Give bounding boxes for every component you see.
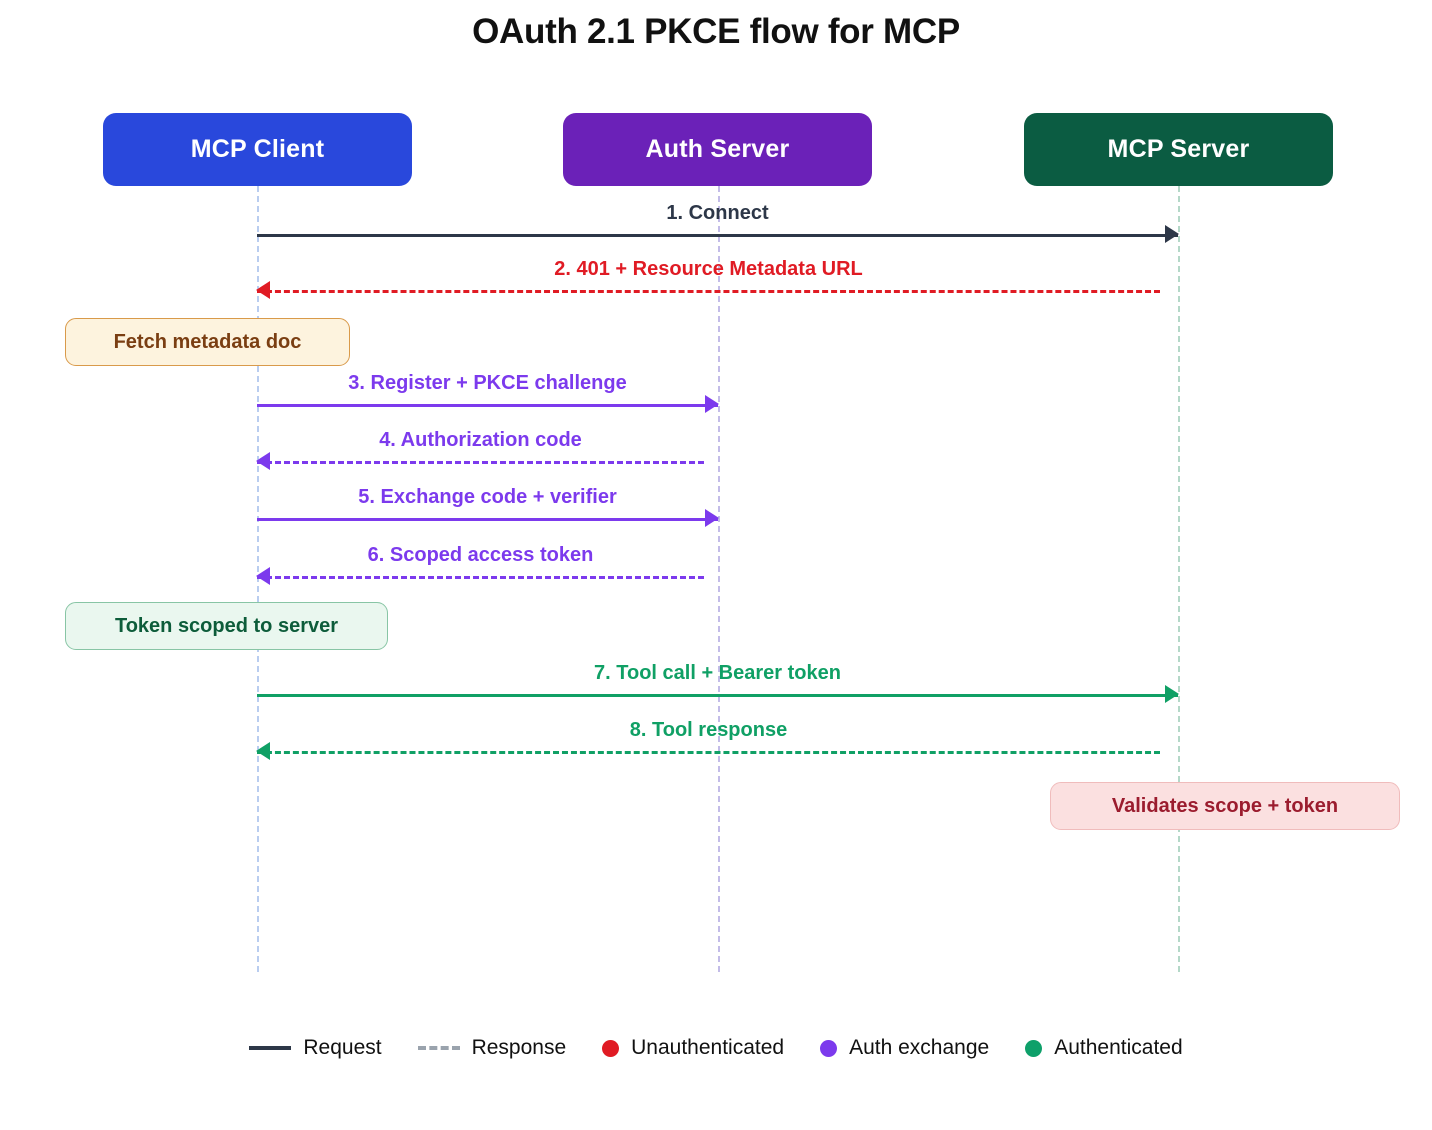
arrowhead-icon	[705, 395, 719, 413]
message-line	[257, 234, 1178, 237]
message-line	[257, 751, 1160, 754]
note-text: Fetch metadata doc	[113, 330, 302, 353]
message-label: 2. 401 + Resource Metadata URL	[554, 258, 863, 280]
dot-icon	[1025, 1039, 1043, 1057]
dot-icon	[602, 1039, 620, 1057]
message-label: 7. Tool call + Bearer token	[594, 662, 841, 684]
message-line	[257, 518, 718, 521]
note-box: Validates scope + token	[1050, 782, 1400, 830]
participant-box: Auth Server	[563, 113, 872, 186]
message-label: 1. Connect	[666, 202, 769, 224]
lifeline	[718, 186, 720, 972]
legend-label: Authenticated	[1054, 1036, 1183, 1059]
legend: Request Response Unauthenticated Auth excha…	[0, 1036, 1432, 1060]
message-line	[257, 576, 704, 579]
message-line	[257, 694, 1178, 697]
legend-item: Auth exchange	[820, 1036, 989, 1060]
participant-box: MCP Server	[1024, 113, 1333, 186]
note-text: Validates scope + token	[1111, 794, 1339, 817]
dot-icon	[820, 1039, 838, 1057]
participant-box: MCP Client	[103, 113, 412, 186]
page-title: OAuth 2.1 PKCE flow for MCP	[472, 12, 960, 51]
note-text: Token scoped to server	[114, 614, 339, 637]
message-label: 6. Scoped access token	[367, 544, 594, 566]
arrowhead-icon	[256, 452, 270, 470]
message-label: 5. Exchange code + verifier	[358, 486, 617, 508]
arrowhead-icon	[256, 281, 270, 299]
message-line	[257, 461, 704, 464]
participant-label: MCP Client	[190, 135, 325, 163]
arrowhead-icon	[1165, 685, 1179, 703]
legend-label: Response	[471, 1036, 567, 1059]
dashed-line-icon	[417, 1046, 460, 1050]
arrowhead-icon	[256, 742, 270, 760]
arrowhead-icon	[256, 567, 270, 585]
legend-item: Request	[249, 1036, 382, 1060]
note-box: Fetch metadata doc	[65, 318, 350, 366]
legend-item: Unauthenticated	[602, 1036, 784, 1060]
legend-label: Request	[303, 1036, 382, 1059]
message-line	[257, 290, 1160, 293]
lifeline	[1178, 186, 1180, 972]
participant-label: Auth Server	[645, 135, 790, 163]
legend-label: Auth exchange	[849, 1036, 990, 1059]
message-line	[257, 404, 718, 407]
note-box: Token scoped to server	[65, 602, 388, 650]
legend-item: Response	[417, 1036, 567, 1060]
message-label: 8. Tool response	[629, 719, 788, 741]
legend-label: Unauthenticated	[631, 1036, 785, 1059]
arrowhead-icon	[1165, 225, 1179, 243]
participant-label: MCP Server	[1107, 135, 1250, 163]
legend-item: Authenticated	[1025, 1036, 1183, 1060]
arrowhead-icon	[705, 509, 719, 527]
message-label: 3. Register + PKCE challenge	[348, 372, 627, 394]
message-label: 4. Authorization code	[379, 429, 582, 451]
solid-line-icon	[249, 1046, 292, 1050]
